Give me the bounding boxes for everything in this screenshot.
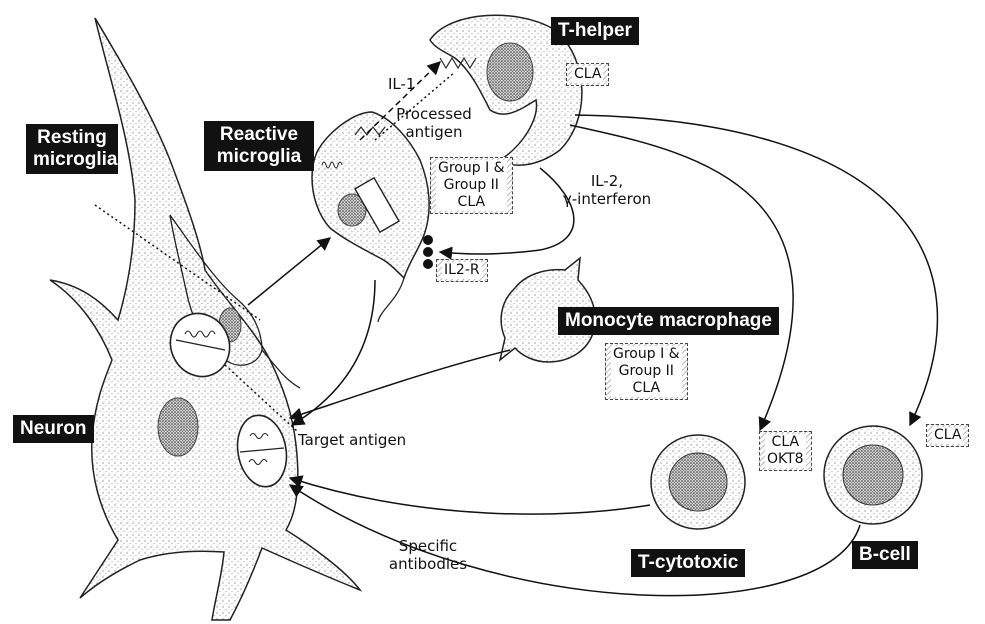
resting-microglia-label: Resting microglia [26, 124, 118, 174]
macrophage-arrow [290, 350, 510, 418]
b-cell-cla-marker: CLA [926, 424, 969, 447]
cytotoxic-arrow [290, 478, 650, 514]
macrophage-group-marker: Group I & Group II CLA [605, 343, 688, 400]
reactive-microglia-cell [312, 112, 433, 322]
b-cell-cell [824, 426, 922, 524]
specific-antibodies-text: Specific antibodies [378, 537, 478, 573]
b-cell-label: B-cell [852, 541, 918, 569]
il2-interferon-text: IL-2, γ-interferon [552, 172, 662, 208]
t-cytotoxic-label: T-cytotoxic [631, 549, 745, 577]
il1-text: IL-1 [388, 75, 415, 93]
target-antigen-text: Target antigen [298, 431, 406, 449]
reactive-microglia-label: Reactive microglia [204, 121, 314, 171]
t-cytotoxic-marker: CLA OKT8 [759, 431, 812, 471]
monocyte-macrophage-label: Monocyte macrophage [558, 307, 779, 335]
processed-antigen-text: Processed antigen [384, 105, 484, 141]
neuron-label: Neuron [13, 415, 94, 443]
il2r-marker: IL2-R [436, 259, 488, 282]
t-helper-label: T-helper [551, 17, 639, 45]
activation-arrow [248, 238, 330, 305]
antibody-arrow [290, 485, 860, 596]
microglia-group-marker: Group I & Group II CLA [430, 157, 513, 214]
t-helper-cla-marker: CLA [566, 63, 609, 86]
t-cytotoxic-cell [651, 435, 745, 529]
